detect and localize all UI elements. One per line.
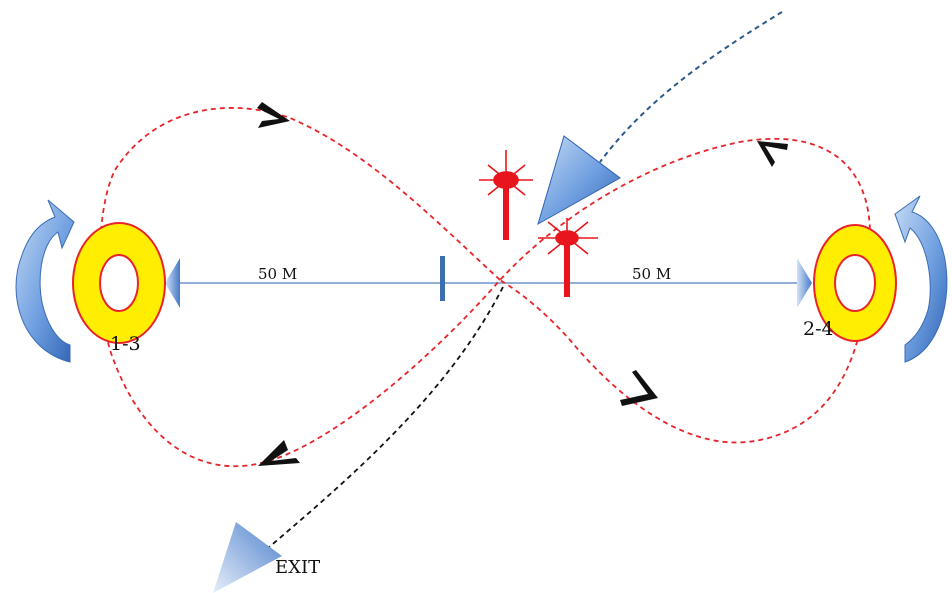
distance-arrowhead-left-icon [165, 258, 180, 308]
warning-light-icon [479, 150, 533, 240]
entry-arrow-icon [537, 135, 621, 226]
rotation-arrow-left-icon [15, 199, 75, 363]
center-marker [440, 256, 445, 301]
pole-ring-right [813, 224, 897, 342]
distance-label-right: 50 M [632, 265, 672, 283]
pole-label-left: 1-3 [110, 333, 141, 355]
exit-label: EXIT [275, 557, 321, 578]
rotation-arrow-right-icon [894, 195, 948, 363]
pole-label-right: 2-4 [803, 318, 834, 340]
direction-chevron-icon [757, 141, 788, 167]
exit-path [267, 286, 504, 549]
direction-chevron-icon [620, 370, 658, 406]
distance-arrowhead-right-icon [797, 258, 812, 308]
pole-ring-left [72, 222, 166, 344]
direction-chevron-icon [257, 102, 290, 128]
direction-chevron-icon [258, 440, 300, 466]
warning-light-icon [538, 218, 598, 297]
figure-eight-path [98, 107, 871, 467]
distance-label-left: 50 M [258, 265, 298, 283]
exit-arrow-icon [213, 522, 282, 593]
entry-path [599, 11, 783, 163]
